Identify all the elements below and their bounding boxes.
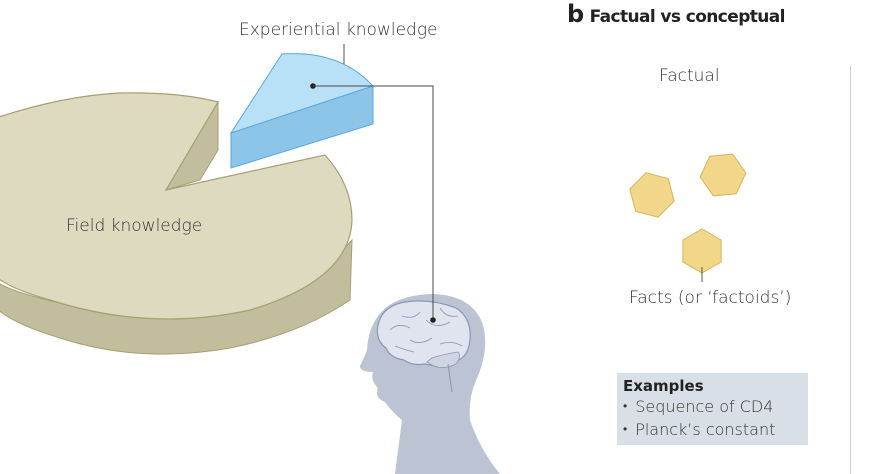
brain-icon — [376, 300, 471, 393]
experiential-knowledge-label: Experiential knowledge — [239, 20, 438, 40]
field-pie-top — [0, 92, 353, 320]
bullet-icon: • — [623, 422, 628, 436]
examples-title: Examples — [623, 377, 704, 395]
panel-letter: b — [567, 0, 584, 28]
fact-hexagon — [629, 172, 675, 218]
fact-hexagon — [699, 153, 747, 197]
example-text: Planck’s constant — [635, 420, 776, 439]
example-text: Sequence of CD4 — [635, 397, 774, 416]
fact-hexagon — [682, 228, 722, 274]
wedge-to-brain-connector — [310, 83, 436, 323]
fact-hexagons — [629, 153, 747, 274]
experiential-wedge-top — [229, 53, 374, 134]
column-divider — [850, 66, 851, 474]
field-knowledge-pie — [0, 92, 353, 355]
field-knowledge-label: Field knowledge — [66, 216, 203, 236]
examples-box: Examples • Sequence of CD4 • Planck’s cons… — [617, 373, 808, 445]
experiential-knowledge-wedge — [229, 53, 374, 169]
panel-title-text: Factual vs conceptual — [589, 7, 786, 27]
factual-heading: Factual — [659, 66, 720, 86]
bullet-icon: • — [623, 399, 628, 413]
example-item: • Sequence of CD4 — [623, 396, 808, 419]
facts-label: Facts (or ‘factoids’) — [629, 288, 792, 308]
example-item: • Planck’s constant — [623, 419, 808, 442]
